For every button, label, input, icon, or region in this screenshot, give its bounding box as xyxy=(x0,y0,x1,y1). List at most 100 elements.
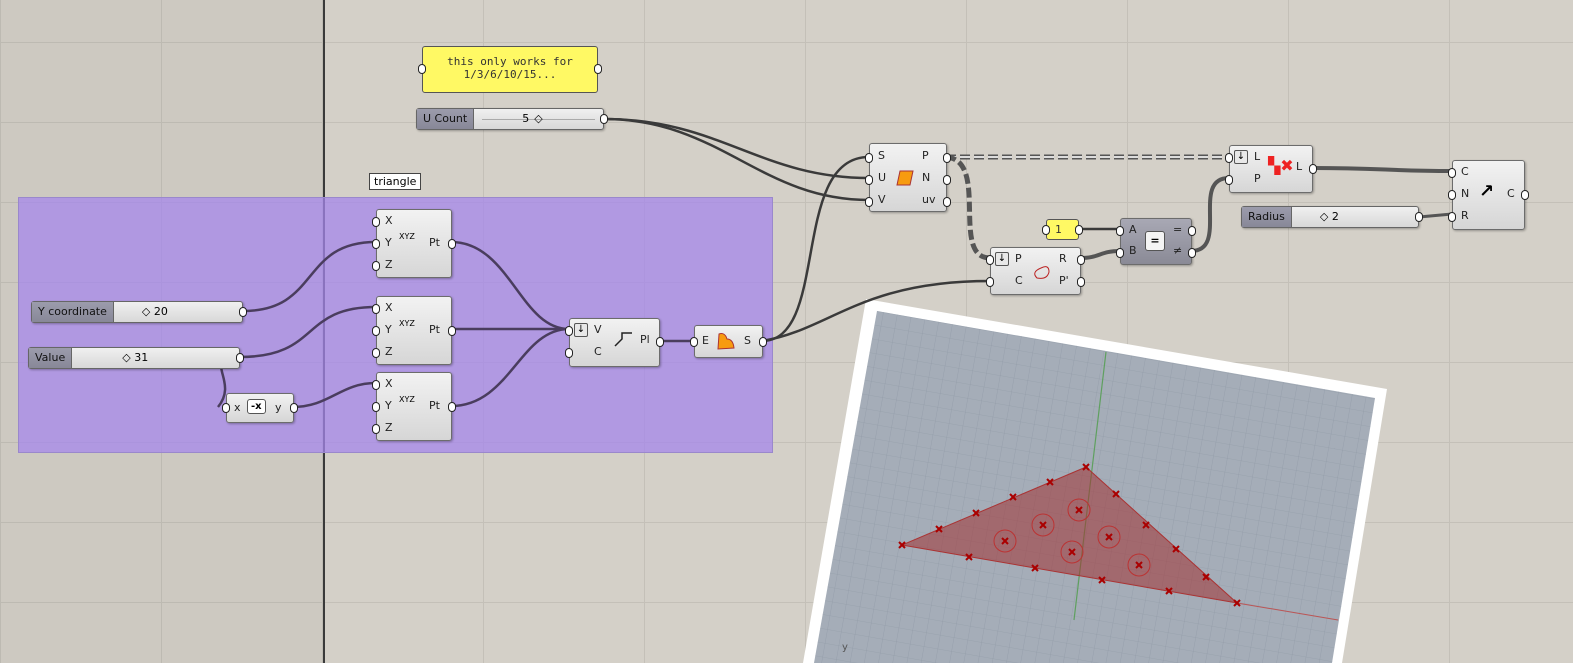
point-marker xyxy=(1075,506,1083,514)
point-marker xyxy=(1172,545,1180,553)
cull-pattern-node[interactable]: ↓ L P ▚✖ L xyxy=(1225,145,1317,193)
port-pl[interactable]: Pl xyxy=(640,333,650,346)
port-pt[interactable]: Pt xyxy=(429,399,440,412)
y-coordinate-slider[interactable]: Y coordinate ◇20 xyxy=(31,301,247,323)
slider-handle[interactable]: ◇ xyxy=(122,351,131,364)
cull-icon: ▚✖ xyxy=(1268,156,1294,175)
note-line-1: this only works for xyxy=(447,55,573,68)
port-x[interactable]: X xyxy=(385,301,393,314)
slider-label: Value xyxy=(29,348,73,368)
port-pt[interactable]: Pt xyxy=(429,323,440,336)
pull-point-icon xyxy=(1034,266,1050,279)
slider-handle[interactable]: ◇ xyxy=(534,112,543,125)
point-marker xyxy=(1068,548,1076,556)
port-r[interactable]: R xyxy=(1059,252,1067,265)
port-l-out[interactable]: L xyxy=(1296,160,1303,173)
port-equal[interactable]: = xyxy=(1173,223,1183,236)
circle-icon: ↗ xyxy=(1479,181,1495,202)
port-c[interactable]: C xyxy=(594,345,602,358)
port-c-out[interactable]: C xyxy=(1507,187,1515,200)
pull-point-node[interactable]: ↓ P C R P' xyxy=(986,247,1085,295)
port-a[interactable]: A xyxy=(1129,223,1137,236)
port-b[interactable]: B xyxy=(1129,244,1137,257)
point-markers xyxy=(898,463,1241,607)
slider-value: 31 xyxy=(134,351,149,364)
circle-cnr-node[interactable]: C N R ↗ C xyxy=(1448,160,1529,230)
flatten-icon: ↓ xyxy=(574,323,588,337)
port-x[interactable]: X xyxy=(385,377,393,390)
radius-slider[interactable]: Radius ◇2 xyxy=(1241,206,1423,228)
port-y[interactable]: Y xyxy=(385,236,392,249)
port-p[interactable]: P xyxy=(1015,252,1022,265)
port-p-prime[interactable]: P' xyxy=(1059,274,1069,287)
note-panel[interactable]: this only works for 1/3/6/10/15... xyxy=(418,46,602,93)
port-r[interactable]: R xyxy=(1461,209,1469,222)
point-marker xyxy=(1009,493,1017,501)
port-l[interactable]: L xyxy=(1254,150,1261,163)
construct-point-node[interactable]: X Y Z XYZ Pt xyxy=(372,296,456,365)
slider-label: U Count xyxy=(417,109,475,129)
input-grip[interactable] xyxy=(418,64,426,74)
u-count-slider[interactable]: U Count 5◇ xyxy=(416,108,608,130)
circles xyxy=(993,498,1151,577)
port-v[interactable]: V xyxy=(594,323,602,336)
triangle-surface xyxy=(900,466,1239,604)
point-marker xyxy=(972,509,980,517)
port-c[interactable]: C xyxy=(1015,274,1023,287)
port-p[interactable]: P xyxy=(922,149,929,162)
port-not-equal[interactable]: ≠ xyxy=(1173,244,1183,257)
point-marker xyxy=(1135,561,1143,569)
output-grip[interactable] xyxy=(594,64,602,74)
port-pt[interactable]: Pt xyxy=(429,236,440,249)
port-y[interactable]: Y xyxy=(385,323,392,336)
point-marker xyxy=(1165,587,1173,595)
slider-value: 2 xyxy=(1331,210,1339,223)
port-x[interactable]: X xyxy=(385,214,393,227)
port-v[interactable]: V xyxy=(878,193,886,206)
slider-label: Y coordinate xyxy=(32,302,114,322)
value-slider[interactable]: Value ◇31 xyxy=(28,347,244,369)
flatten-icon: ↓ xyxy=(995,252,1009,266)
port-e[interactable]: E xyxy=(702,334,709,347)
equality-node[interactable]: A B = = ≠ xyxy=(1116,218,1196,265)
negative-node[interactable]: x -x y xyxy=(222,393,298,423)
xyz-point-icon: XYZ xyxy=(399,395,415,404)
port-z[interactable]: Z xyxy=(385,258,393,271)
construct-point-node[interactable]: X Y Z XYZ Pt xyxy=(372,209,456,278)
flatten-icon: ↓ xyxy=(1234,150,1248,164)
point-marker xyxy=(1098,576,1106,584)
point-marker xyxy=(1233,599,1241,607)
polyline-icon xyxy=(614,332,632,347)
group-tooltip: triangle xyxy=(369,173,422,190)
port-u[interactable]: U xyxy=(878,171,887,184)
construct-point-node[interactable]: X Y Z XYZ Pt xyxy=(372,372,456,441)
point-marker xyxy=(935,525,943,533)
point-marker xyxy=(1105,533,1113,541)
port-y[interactable]: y xyxy=(275,401,282,414)
port-n[interactable]: N xyxy=(922,171,931,184)
slider-handle[interactable]: ◇ xyxy=(141,305,151,318)
port-y[interactable]: Y xyxy=(385,399,392,412)
divide-surface-node[interactable]: S U V P N uv xyxy=(865,143,951,212)
port-uv[interactable]: uv xyxy=(922,193,936,206)
port-z[interactable]: Z xyxy=(385,345,393,358)
port-z[interactable]: Z xyxy=(385,421,393,434)
point-marker xyxy=(1001,537,1009,545)
point-marker xyxy=(1039,521,1047,529)
slider-value: 20 xyxy=(153,305,168,318)
value-panel[interactable]: 1 xyxy=(1042,219,1083,240)
polyline-node[interactable]: ↓ V C Pl xyxy=(565,318,664,367)
boundary-surface-node[interactable]: E S xyxy=(690,325,767,358)
port-s[interactable]: S xyxy=(878,149,885,162)
panel-value: 1 xyxy=(1055,223,1062,236)
xyz-point-icon: XYZ xyxy=(399,232,415,241)
slider-handle[interactable]: ◇ xyxy=(1319,210,1329,223)
port-x[interactable]: x xyxy=(234,401,241,414)
port-p[interactable]: P xyxy=(1254,172,1261,185)
port-c[interactable]: C xyxy=(1461,165,1469,178)
equals-icon: = xyxy=(1145,231,1165,251)
divide-surface-icon xyxy=(896,170,914,186)
port-n[interactable]: N xyxy=(1461,187,1470,200)
port-s[interactable]: S xyxy=(744,334,751,347)
